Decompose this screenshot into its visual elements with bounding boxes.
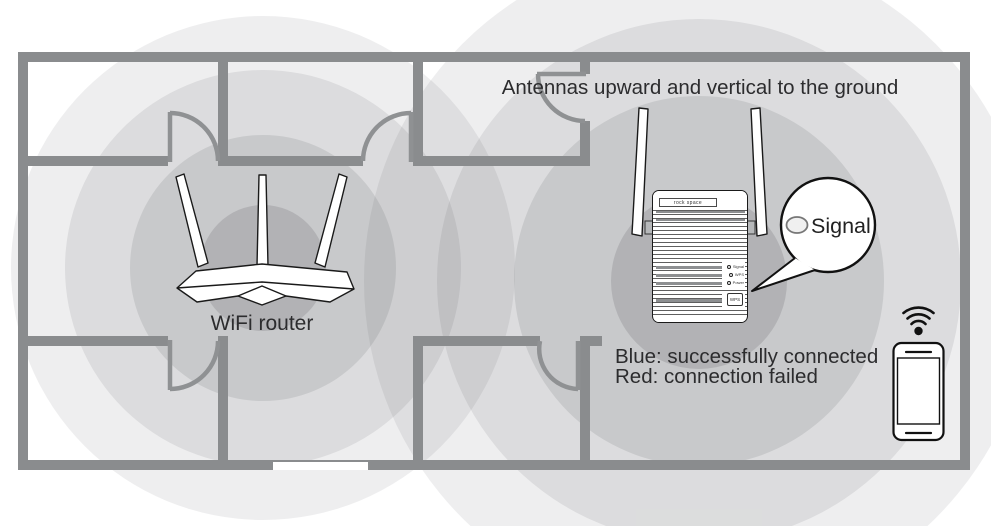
led-icon xyxy=(729,273,734,277)
range-extender-illustration: rock space Signal WPS Power WPS xyxy=(652,190,748,323)
brand-label: rock space xyxy=(659,198,717,207)
led-icon xyxy=(727,265,732,269)
led-feed-line xyxy=(656,299,726,302)
legend-blue: Blue: successfully connected xyxy=(615,345,879,368)
wps-button: WPS xyxy=(727,293,743,306)
led-feed-line xyxy=(656,282,726,285)
led-icon xyxy=(727,281,732,285)
extender-bottom-panel xyxy=(653,318,747,322)
wifi-router-label: WiFi router xyxy=(210,312,314,335)
led-feed-line xyxy=(656,266,726,269)
vent-band xyxy=(656,210,745,213)
led-indicator-power: Power xyxy=(727,279,744,287)
led-indicator-wps: WPS xyxy=(729,271,744,279)
led-indicator-signal: Signal xyxy=(727,263,744,271)
legend-red: Red: connection failed xyxy=(615,364,818,388)
led-status-legend: Blue: successfully connected Red: connec… xyxy=(615,347,878,386)
instruction-title: Antennas upward and vertical to the grou… xyxy=(501,76,899,99)
led-feed-line xyxy=(656,274,726,277)
vent-band xyxy=(656,218,745,221)
